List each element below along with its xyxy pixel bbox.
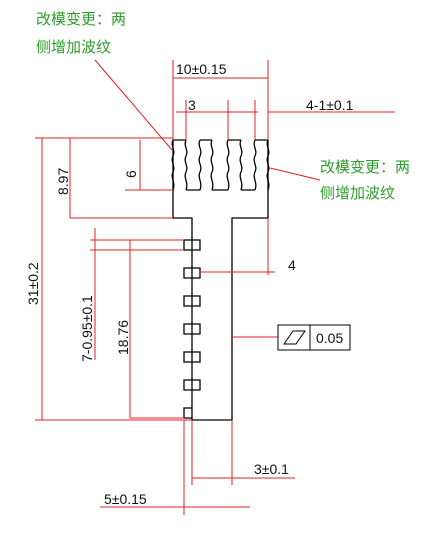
dim-fin-depth: 6 xyxy=(123,170,139,178)
dim-top-height: 8.97 xyxy=(55,168,71,195)
dim-base-outer: 5±0.15 xyxy=(104,491,147,507)
dim-fin-pitch: 3 xyxy=(188,97,196,113)
note-right-line2: 侧增加波纹 xyxy=(320,184,395,202)
dimension-lines xyxy=(35,59,395,515)
dim-side-teeth: 7-0.95±0.1 xyxy=(79,295,95,362)
tolerance-value: 0.05 xyxy=(316,330,343,346)
flatness-icon xyxy=(283,330,306,345)
dim-fin-count: 4-1±0.1 xyxy=(306,97,354,113)
part-outline xyxy=(171,139,270,421)
dim-top-width: 10±0.15 xyxy=(176,61,227,77)
tolerance-frame: 0.05 xyxy=(277,324,351,351)
dim-base-width: 3±0.1 xyxy=(254,461,289,477)
note-left-line1: 改模变更：两 xyxy=(36,10,126,28)
note-left-line2: 侧增加波纹 xyxy=(36,38,111,56)
dim-body-height: 18.76 xyxy=(115,320,131,355)
dim-overall-height: 31±0.2 xyxy=(25,262,41,305)
note-right-line1: 改模变更：两 xyxy=(320,158,410,176)
dim-side-offset: 4 xyxy=(288,257,296,273)
